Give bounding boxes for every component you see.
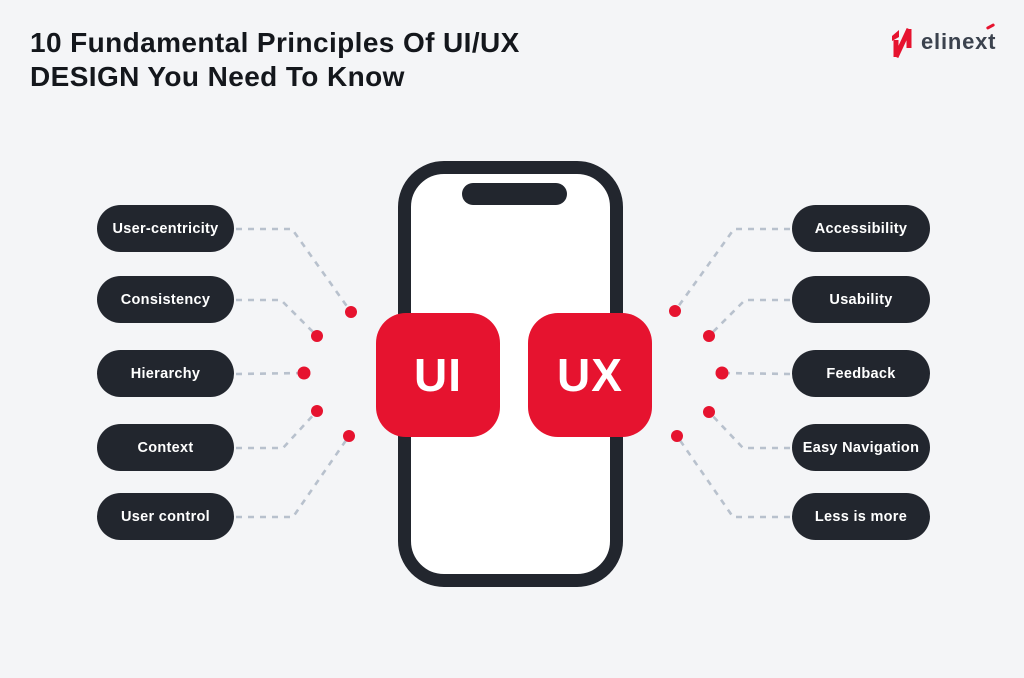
connector-line [708,298,790,337]
ui-badge: UI [376,313,500,437]
page-title-line-1: 10 Fundamental Principles Of UI/UX [30,27,520,58]
connector-dot [297,366,311,380]
connector-line [675,435,790,519]
connector-dot [715,366,729,380]
principle-pill-easy-navigation: Easy Navigation [792,424,930,471]
page-title-line-2: DESIGN You Need To Know [30,61,405,92]
brand-logo: elinext [889,23,996,60]
principle-pill-less-is-more: Less is more [792,493,930,540]
connector-line [708,411,790,450]
connector-line [721,371,791,376]
logo-accent-tick [986,23,996,30]
connector-dot [703,330,715,342]
connector-dot [671,430,683,442]
connector-dot [345,306,357,318]
elinext-n-logo-icon [892,27,912,59]
principle-pill-user-control: User control [97,493,234,540]
phone-notch [462,183,567,205]
brand-wordmark: elinext [921,23,996,55]
principle-pill-hierarchy: Hierarchy [97,350,234,397]
connector-dot [703,406,715,418]
page-title: 10 Fundamental Principles Of UI/UX DESIG… [30,26,520,94]
principle-pill-accessibility: Accessibility [792,205,930,252]
principle-pill-user-centricity: User-centricity [97,205,234,252]
principle-pill-feedback: Feedback [792,350,930,397]
connector-line [236,435,351,519]
connector-line [236,410,318,450]
connector-line [236,227,353,313]
principle-pill-usability: Usability [792,276,930,323]
connector-dot [311,330,323,342]
connector-dot [311,405,323,417]
principle-pill-consistency: Consistency [97,276,234,323]
connector-line [235,371,305,376]
connector-line [236,298,318,337]
connector-line [673,227,790,312]
principle-pill-context: Context [97,424,234,471]
connector-dot [669,305,681,317]
connector-dot [343,430,355,442]
ux-badge: UX [528,313,652,437]
